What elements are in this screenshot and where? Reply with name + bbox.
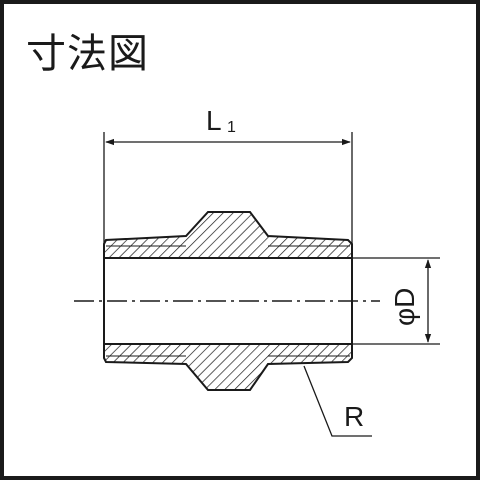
upper-wall-section	[103, 211, 353, 259]
thread-label: R	[344, 401, 364, 432]
l1-subscript: 1	[227, 119, 236, 136]
l1-label: L	[206, 105, 222, 136]
diameter-label: φD	[389, 288, 420, 326]
diagram-title: 寸法図	[26, 31, 149, 77]
r-leader-line	[303, 365, 372, 437]
lower-wall-section	[103, 343, 353, 391]
